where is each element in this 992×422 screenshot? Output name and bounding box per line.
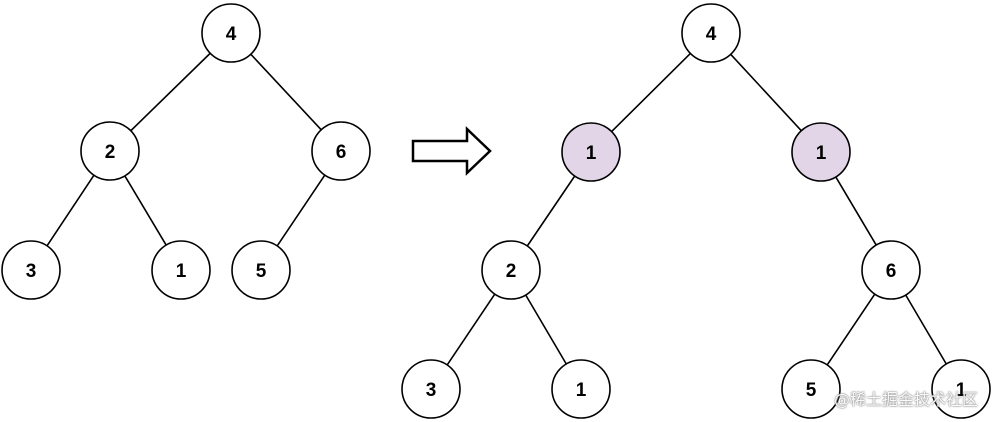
left-tree-node-a5: 5: [231, 240, 291, 300]
right-tree-node-label: 1: [816, 143, 827, 164]
right-tree-edge-b6-b1b: [905, 294, 947, 365]
left-tree-node-circle: [1, 240, 61, 300]
left-tree-node-a3: 3: [1, 240, 61, 300]
right-tree-node-label: 1: [586, 143, 597, 164]
right-tree-node-b4: 4: [681, 3, 741, 63]
right-tree-edge-b4-b1r: [730, 53, 802, 132]
right-tree-node-label: 2: [506, 261, 517, 282]
right-tree-node-b1l: 1: [561, 122, 621, 182]
left-tree-edge-a4-a6: [250, 53, 322, 131]
right-tree-node-label: 6: [886, 261, 897, 282]
right-tree-node-label: 4: [706, 24, 717, 45]
left-tree-edge-a2-a3: [46, 174, 95, 247]
left-tree-node-label: 4: [226, 24, 237, 45]
right-tree-node-b1r: 1: [791, 122, 851, 182]
right-tree-edge-b2-b1a: [525, 294, 567, 365]
left-tree-node-a4: 4: [201, 3, 261, 63]
left-tree-edge-a6-a5: [276, 174, 326, 247]
right-tree-edge-b1r-b6: [835, 176, 877, 246]
nodes-layer: 4 2 6 3 1 5 4 1 1 2 6 3 1 5 1: [1, 3, 991, 419]
left-tree-node-circle: [201, 3, 261, 63]
right-tree-node-label: 1: [956, 380, 967, 401]
right-tree-node-circle: [861, 240, 921, 300]
left-tree-node-label: 3: [26, 261, 37, 282]
left-tree-node-a2: 2: [80, 121, 140, 181]
left-tree-node-label: 6: [336, 142, 347, 163]
right-arrow-icon: [411, 126, 492, 176]
left-tree-node-a1: 1: [151, 240, 211, 300]
right-tree-node-b3: 3: [401, 359, 461, 419]
edges-layer: [46, 52, 947, 366]
right-tree-edge-b4-b1l: [611, 52, 691, 133]
left-tree-node-circle: [151, 240, 211, 300]
right-tree-node-circle: [781, 359, 841, 419]
right-tree-node-label: 5: [806, 380, 817, 401]
left-tree-node-label: 5: [256, 261, 267, 282]
left-tree-edge-a2-a1: [124, 175, 167, 246]
left-tree-node-label: 1: [176, 261, 187, 282]
right-tree-node-circle: [791, 122, 851, 182]
right-tree-node-circle: [931, 359, 991, 419]
right-tree-node-circle: [551, 359, 611, 419]
right-tree-node-circle: [481, 240, 541, 300]
right-tree-edge-b6-b5: [826, 293, 876, 366]
right-tree-node-b1a: 1: [551, 359, 611, 419]
watermark-text: @稀土掘金技术社区: [833, 390, 978, 409]
left-tree-node-circle: [311, 121, 371, 181]
right-tree-node-label: 3: [426, 380, 437, 401]
left-tree-edge-a4-a2: [130, 52, 211, 132]
left-tree-node-label: 2: [105, 142, 116, 163]
right-tree-node-label: 1: [576, 380, 587, 401]
right-tree-edge-b1l-b2: [526, 175, 576, 247]
right-tree-node-b1b: 1: [931, 359, 991, 419]
left-tree-node-circle: [80, 121, 140, 181]
right-tree-node-b5: 5: [781, 359, 841, 419]
right-tree-node-circle: [681, 3, 741, 63]
left-tree-node-circle: [231, 240, 291, 300]
right-tree-node-b6: 6: [861, 240, 921, 300]
right-tree-node-circle: [561, 122, 621, 182]
right-tree-node-circle: [401, 359, 461, 419]
left-tree-node-a6: 6: [311, 121, 371, 181]
right-tree-node-b2: 2: [481, 240, 541, 300]
right-tree-edge-b2-b3: [446, 293, 496, 366]
